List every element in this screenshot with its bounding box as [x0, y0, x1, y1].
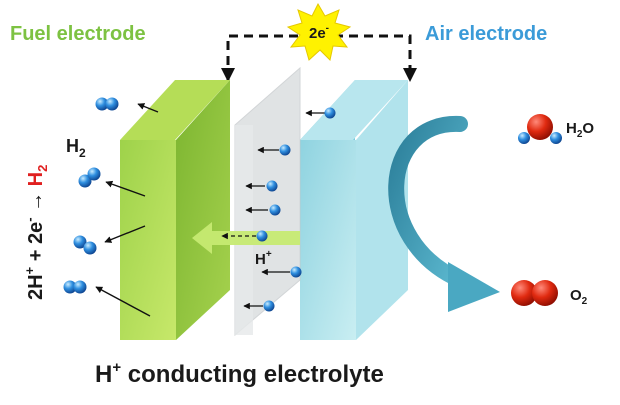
proton-label: H+ [255, 249, 272, 268]
electrons-label: 2e- [309, 23, 329, 42]
electrolyte-caption: H+ conducting electrolyte [95, 359, 384, 388]
air-electrode-label: Air electrode [425, 23, 547, 45]
water-molecule [518, 114, 562, 144]
proton [279, 144, 291, 156]
proton-arrows [221, 107, 336, 312]
air-flow-arrowhead [448, 262, 500, 312]
fuel-electrode-equation: 2H+ + 2e- → H2 [22, 165, 50, 300]
proton [256, 230, 268, 242]
proton [269, 204, 281, 216]
fuel-electrode-front [120, 140, 176, 340]
oxygen-molecule [511, 280, 558, 306]
h2-molecule [95, 97, 119, 111]
h2-arrow-1 [137, 103, 159, 113]
hydrogen-label: H2 [66, 136, 86, 160]
electrolyte-front [235, 125, 253, 335]
air-electrode-top [300, 80, 408, 140]
circuit-arrow-left [221, 68, 235, 82]
air-electrode-front [300, 140, 356, 340]
proton [266, 180, 278, 192]
oxygen-label: O2 [570, 287, 588, 307]
h2-arrow-4 [95, 286, 151, 317]
h2-molecule [73, 235, 97, 255]
water-label: H2O [566, 120, 594, 140]
h2-arrow-2 [105, 180, 146, 197]
proton-flow-arrow [192, 222, 300, 254]
electron-burst-icon [286, 2, 352, 62]
proton [290, 266, 302, 278]
h2-molecule [78, 167, 101, 188]
circuit-arrow-right [403, 68, 417, 82]
proton [324, 107, 336, 119]
fuel-electrode-side [176, 80, 230, 340]
h2-arrow-3 [104, 225, 146, 243]
proton [263, 300, 275, 312]
fuel-electrode-top [120, 80, 230, 140]
fuel-electrode-label: Fuel electrode [10, 23, 146, 45]
air-electrode-right-face [356, 80, 408, 340]
h2-molecule [63, 280, 87, 294]
air-flow-curve [388, 115, 468, 288]
